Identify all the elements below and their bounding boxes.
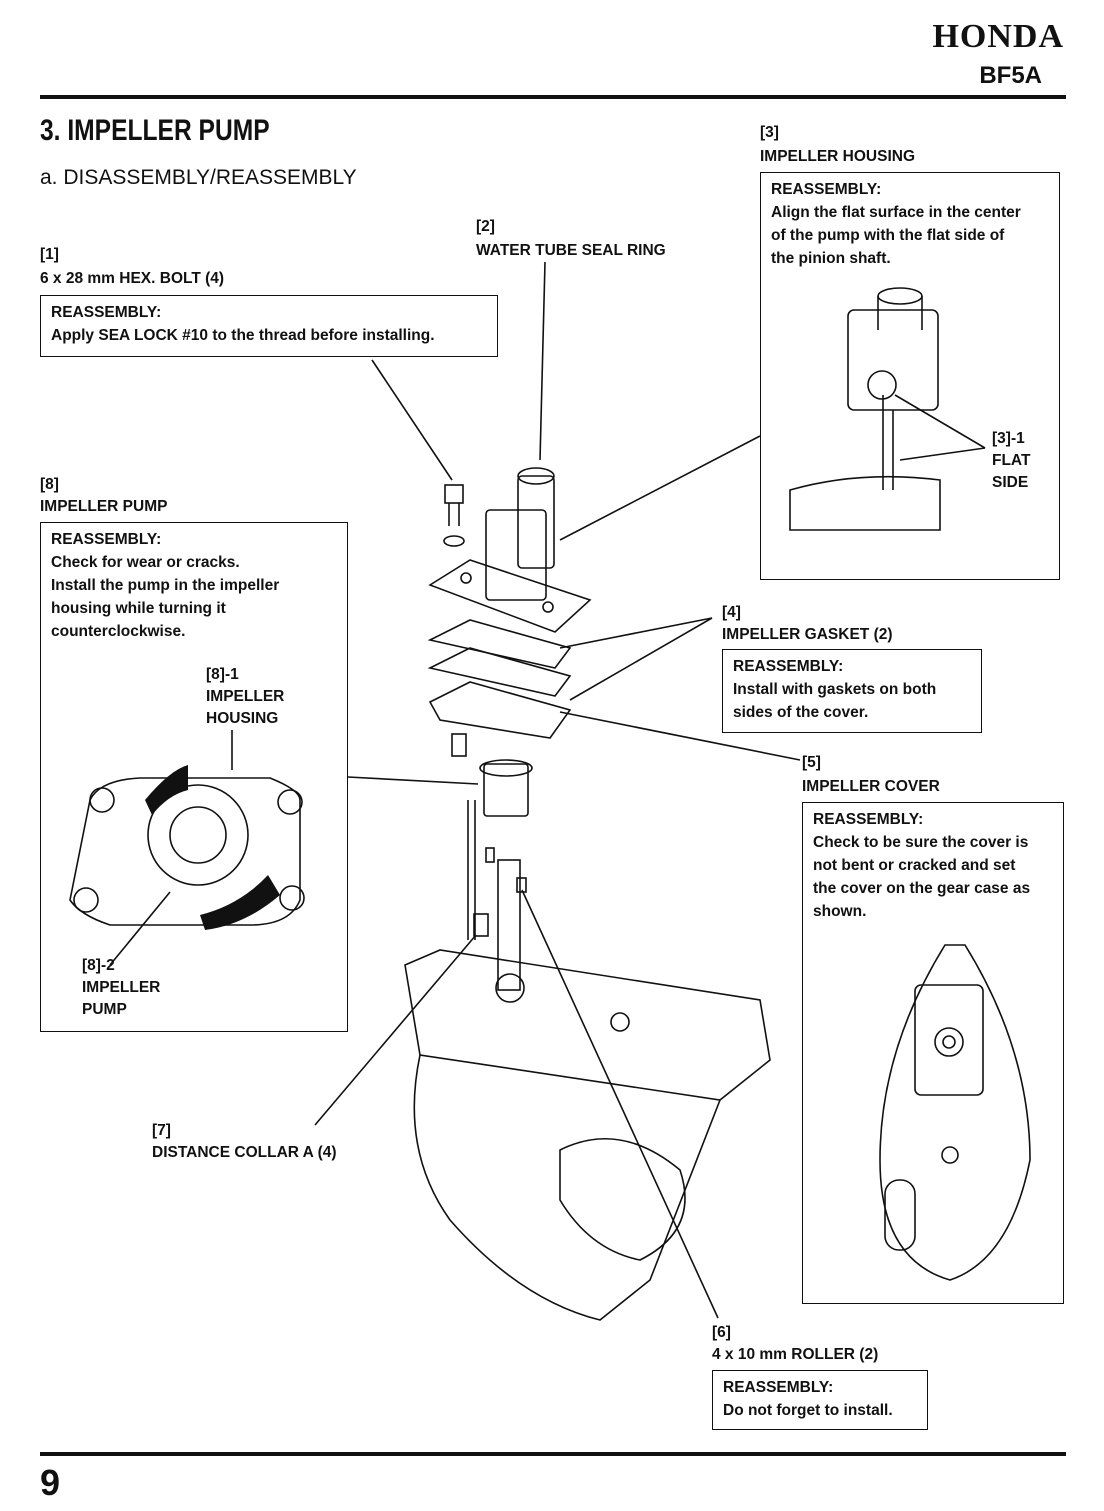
callout-7-name: DISTANCE COLLAR A (4) [152,1144,337,1161]
callout-1-name: 6 x 28 mm HEX. BOLT (4) [40,270,225,287]
leader-collar [314,934,477,1126]
leader-roller [521,889,719,1319]
callout-4-text-2: sides of the cover. [733,704,869,721]
callout-3-number: [3] [760,124,779,141]
callout-1-number: [1] [40,246,59,263]
callout-5-heading: REASSEMBLY: [813,811,924,828]
callout-8-text-3: housing while turning it [51,600,226,617]
callout-4-box: REASSEMBLY: Install with gaskets on both… [722,649,982,733]
callout-3-text-3: the pinion shaft. [771,250,891,267]
drive-shaft [497,859,521,991]
leader-pump [347,776,479,785]
leader-housing [559,435,761,541]
callout-1-box: REASSEMBLY: Apply SEA LOCK #10 to the th… [40,295,498,357]
callout-6-box: REASSEMBLY: Do not forget to install. [712,1370,928,1430]
leader-seal-ring [539,261,546,461]
callout-5-name: IMPELLER COVER [802,778,940,795]
callout-1-text: Apply SEA LOCK #10 to the thread before … [51,327,435,344]
housing-body [485,509,547,601]
gear-case-plan [879,944,1031,1281]
callout-3-1-number: [3]-1 [992,430,1025,447]
pump-housing-plan [69,777,301,926]
callout-4-number: [4] [722,604,741,621]
leader-s2 [109,891,171,966]
callout-4-text-1: Install with gaskets on both [733,681,937,698]
callout-5-text-3: the cover on the gear case as [813,880,1031,897]
section-title: 3. IMPELLER PUMP [40,114,270,147]
callout-3-name: IMPELLER HOUSING [760,148,916,165]
impeller-cover-plate [428,681,572,739]
callout-8-number: [8] [40,476,59,493]
callout-8-1-number: [8]-1 [206,666,239,683]
callout-8-text-1: Check for wear or cracks. [51,554,240,571]
callout-3-1-name-1: FLAT [992,452,1031,469]
gear-case-body [413,1054,721,1321]
housing-flange [428,559,592,633]
callout-8-text-4: counterclockwise. [51,623,186,640]
callout-3-text-2: of the pump with the flat side of [771,227,1005,244]
callout-7-number: [7] [152,1122,171,1139]
callout-8-2-name-2: PUMP [82,1001,127,1018]
leader-gasket-2 [569,617,713,701]
callout-5-box: REASSEMBLY: Check to be sure the cover i… [802,802,1064,1304]
callout-6-heading: REASSEMBLY: [723,1379,834,1396]
callout-6-text: Do not forget to install. [723,1402,893,1419]
callout-1-heading: REASSEMBLY: [51,304,162,321]
hex-bolt-head [444,484,464,504]
callout-6-number: [6] [712,1324,731,1341]
section-subtitle: a. DISASSEMBLY/REASSEMBLY [40,166,357,189]
callout-3-1-name-2: SIDE [992,474,1029,491]
callout-6-name: 4 x 10 mm ROLLER (2) [712,1346,879,1363]
model-name: BF5A [979,62,1042,89]
callout-8-2-number: [8]-2 [82,957,115,974]
callout-4-name: IMPELLER GASKET (2) [722,626,893,643]
callout-3-heading: REASSEMBLY: [771,181,882,198]
callout-8-box: REASSEMBLY: Check for wear or cracks. In… [40,522,348,1032]
page-number: 9 [40,1462,61,1503]
callout-3-text-1: Align the flat surface in the center [771,204,1021,221]
callout-5-number: [5] [802,754,821,771]
callout-2-name: WATER TUBE SEAL RING [476,242,666,259]
callout-4-heading: REASSEMBLY: [733,658,844,675]
leader-gasket-1 [559,617,713,649]
impeller [483,763,529,817]
callout-8-heading: REASSEMBLY: [51,531,162,548]
header-rule [40,95,1066,99]
callout-3-box: REASSEMBLY: Align the flat surface in th… [760,172,1060,580]
callout-5-text-1: Check to be sure the cover is [813,834,1029,851]
callout-2-number: [2] [476,218,495,235]
callout-8-2-name-1: IMPELLER [82,979,161,996]
leader-bolt [371,359,453,481]
callout-5-text-2: not bent or cracked and set [813,857,1016,874]
footer-rule [40,1452,1066,1456]
brand-logo: HONDA [932,18,1064,55]
propeller [559,1138,686,1261]
callout-8-name: IMPELLER PUMP [40,498,168,515]
callout-5-text-4: shown. [813,903,867,920]
leader-cover [559,711,801,761]
callout-8-1-name-2: HOUSING [206,710,279,727]
gear-case-top [404,949,771,1101]
callout-8-1-name-1: IMPELLER [206,688,285,705]
callout-8-text-2: Install the pump in the impeller [51,577,280,594]
